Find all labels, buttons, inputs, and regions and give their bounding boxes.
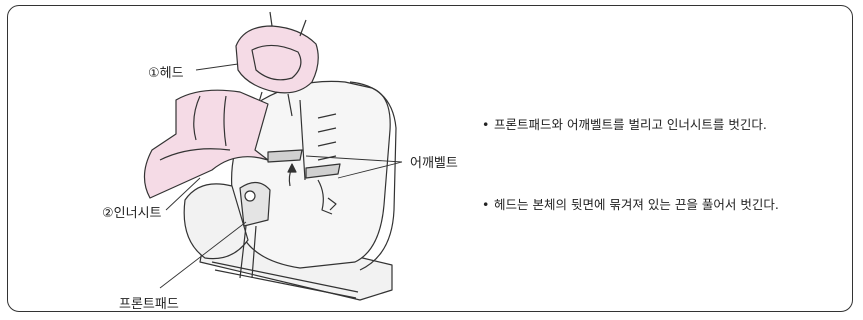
bullet-dot: • <box>482 117 490 132</box>
front-pad-leader-line <box>159 221 247 289</box>
label-front-pad: 프론트패드 <box>119 297 179 312</box>
instruction-item-1: • 프론트패드와 어깨벨트를 벌리고 인너시트를 벗긴다. <box>482 115 842 134</box>
label-head: ①헤드 <box>148 66 184 81</box>
belt-leader-line-1 <box>305 155 403 163</box>
belt-leader-line-2 <box>337 161 403 179</box>
instruction-item-2: • 헤드는 본체의 뒷면에 묶겨져 있는 끈을 풀어서 벗긴다. <box>482 195 842 214</box>
label-shoulder-belt: 어깨벨트 <box>410 156 458 171</box>
bullet-dot: • <box>482 197 490 212</box>
head-leader-line <box>195 63 239 71</box>
instruction-panel-border <box>7 5 853 312</box>
instruction-text: 프론트패드와 어깨벨트를 벌리고 인너시트를 벗긴다. <box>494 117 767 132</box>
instruction-text: 헤드는 본체의 뒷면에 묶겨져 있는 끈을 풀어서 벗긴다. <box>494 197 779 212</box>
inner-seat-leader-line <box>165 177 201 211</box>
inner-seat <box>143 89 269 199</box>
label-inner-seat: ②인너시트 <box>102 206 162 221</box>
